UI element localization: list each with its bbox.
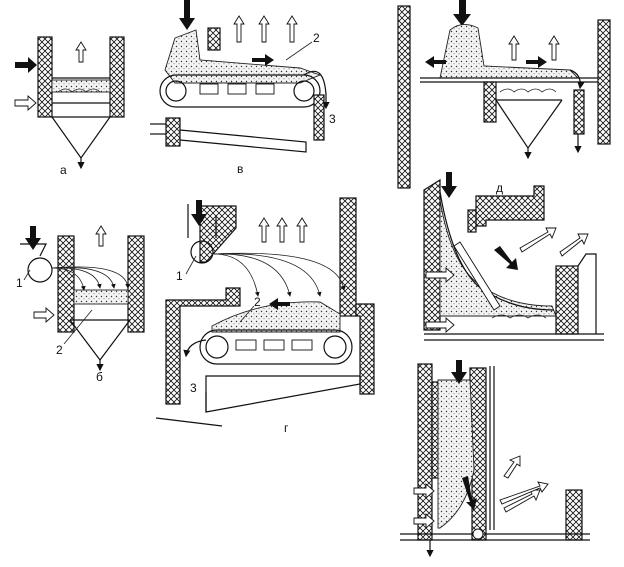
fuel-in-arrow-2 bbox=[453, 0, 471, 26]
secondary-air-arrow bbox=[14, 95, 37, 111]
air-in-arrow bbox=[15, 57, 37, 73]
feed-arrow-d bbox=[494, 246, 518, 270]
gas-arrow-br3 bbox=[499, 481, 549, 505]
label-b-2: 2 bbox=[56, 343, 63, 357]
label-g: г bbox=[284, 421, 289, 435]
label-a: а bbox=[60, 163, 67, 177]
fuel-in-arrow-4 bbox=[191, 200, 207, 226]
label-g-1: 1 bbox=[176, 269, 183, 283]
label-d: д bbox=[496, 181, 503, 195]
label-b: б bbox=[96, 370, 103, 384]
air-in-arrow-b bbox=[33, 307, 55, 323]
diagram-g: 1 2 3 г bbox=[155, 197, 375, 435]
label-v: в bbox=[237, 162, 243, 176]
gas-arrow-d1 bbox=[519, 227, 557, 253]
label-g-2: 2 bbox=[254, 295, 261, 309]
fuel-in-arrow-6 bbox=[451, 360, 467, 384]
grate-bars-v bbox=[199, 83, 275, 95]
air-arrow-d1 bbox=[425, 267, 455, 283]
diagram-b: 1 2 б bbox=[16, 225, 145, 384]
fuel-in-arrow bbox=[179, 0, 195, 30]
travel-arrow bbox=[252, 54, 274, 66]
fuel-in-arrow-5 bbox=[441, 172, 457, 198]
gas-out-arrow bbox=[75, 41, 87, 63]
diagram-top-right bbox=[397, 0, 611, 189]
flue-arrows-g bbox=[258, 217, 308, 243]
gas-arrow-d2 bbox=[559, 233, 589, 257]
label-v-2: 2 bbox=[313, 31, 320, 45]
grate-bars-g bbox=[235, 339, 313, 351]
air-arrow-br1 bbox=[413, 483, 435, 499]
diagram-bottom-right bbox=[400, 360, 590, 558]
fuel-in-arrow-3 bbox=[25, 226, 41, 250]
left-flow-arrow bbox=[425, 56, 446, 68]
diagram-v: 2 3 в bbox=[150, 0, 336, 176]
label-g-3: 3 bbox=[190, 381, 197, 395]
flue-arrows-tr bbox=[508, 35, 560, 61]
right-flow-arrow bbox=[526, 56, 547, 68]
flue-arrows-v bbox=[233, 15, 298, 43]
feed-arrow-br bbox=[462, 476, 477, 510]
air-arrow-d2 bbox=[425, 317, 455, 333]
gas-arrow-br2 bbox=[503, 489, 541, 513]
gas-arrow-br1 bbox=[503, 455, 521, 479]
label-v-3: 3 bbox=[329, 112, 336, 126]
air-arrow-br2 bbox=[413, 513, 435, 529]
diagram-d: д bbox=[423, 172, 604, 341]
travel-arrow-g bbox=[269, 298, 290, 310]
label-b-1: 1 bbox=[16, 276, 23, 290]
diagram-a: а bbox=[14, 36, 125, 177]
gas-out-arrow-b bbox=[95, 225, 107, 247]
